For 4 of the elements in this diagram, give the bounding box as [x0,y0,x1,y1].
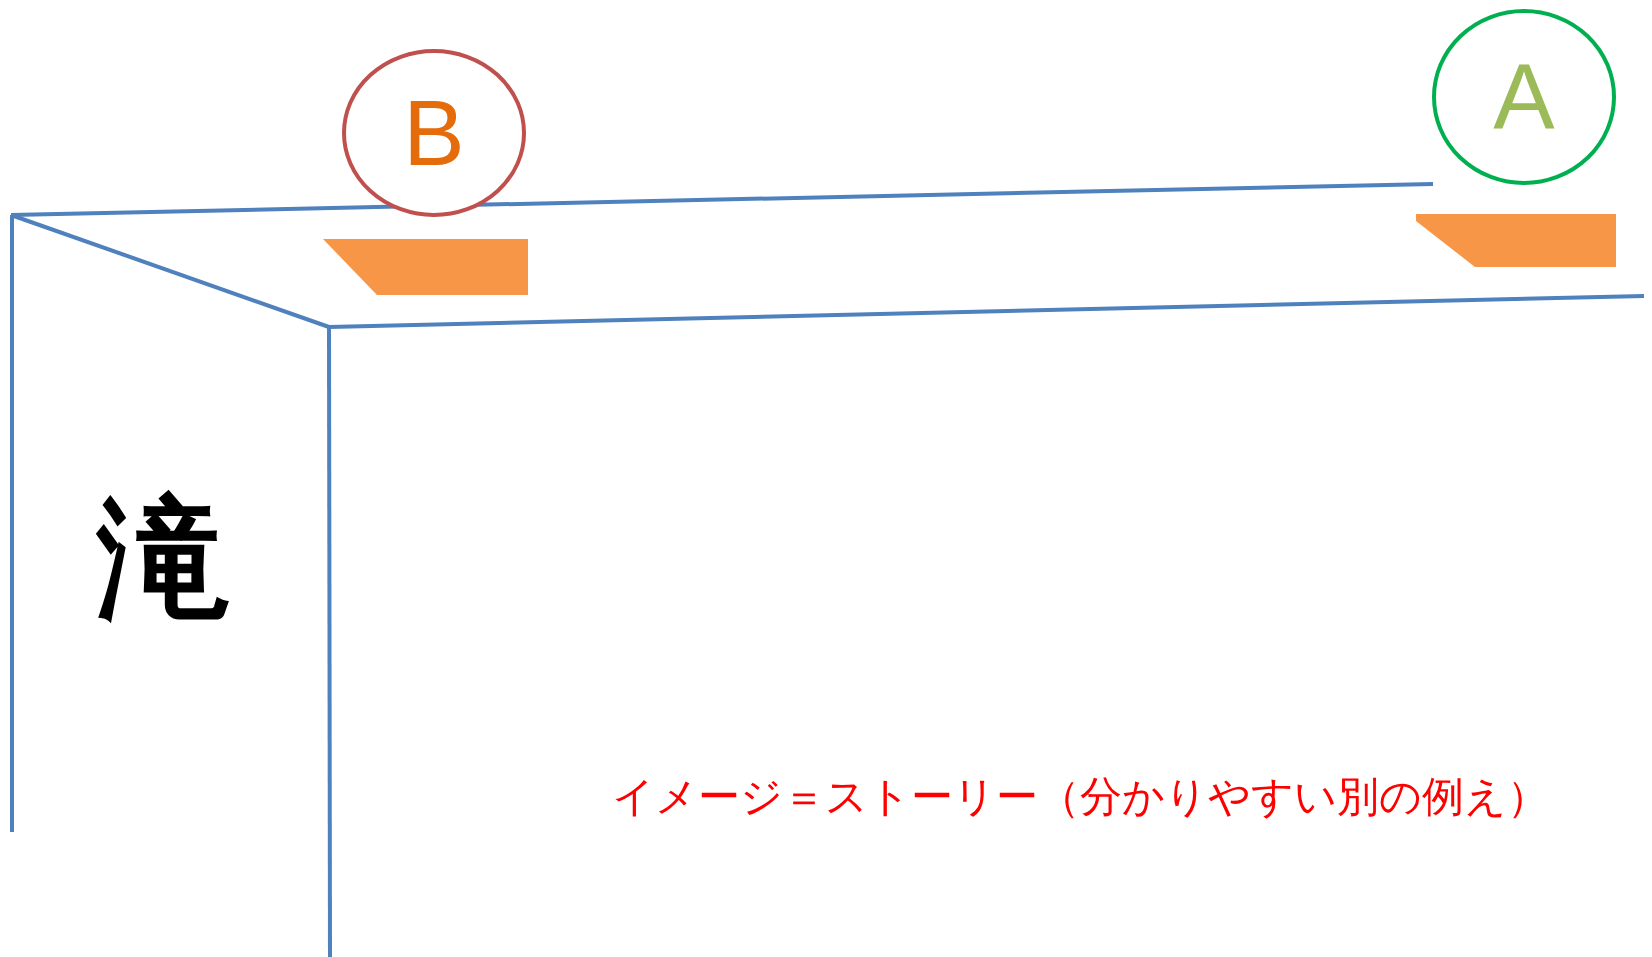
letter-label: A [1493,51,1555,143]
letter-label: B [403,87,465,179]
kanji-label: 滝 [97,492,229,624]
caption-text: イメージ＝ストーリー（分かりやすい別の例え） [611,776,1549,818]
